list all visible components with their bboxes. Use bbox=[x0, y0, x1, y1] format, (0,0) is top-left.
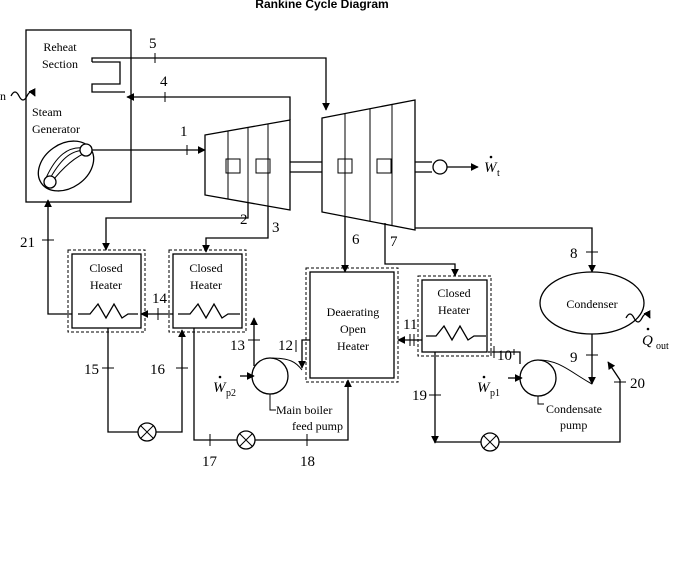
svg-text:Q: Q bbox=[642, 333, 653, 349]
svg-text:Deaerating: Deaerating bbox=[327, 305, 380, 319]
state-19: 19 bbox=[412, 388, 427, 404]
heat-out-wave-icon bbox=[625, 309, 651, 323]
state-8: 8 bbox=[570, 246, 578, 262]
state-7: 7 bbox=[390, 234, 398, 250]
state-2: 2 bbox=[240, 212, 248, 228]
state-16: 16 bbox=[150, 362, 166, 378]
state-12: 12 bbox=[278, 338, 293, 354]
state-11: 11 bbox=[403, 317, 417, 333]
svg-text:Heater: Heater bbox=[90, 278, 122, 292]
hp-turbine bbox=[204, 119, 291, 211]
state-1: 1 bbox=[180, 124, 188, 140]
closed-heater-1: Closed Heater bbox=[67, 249, 146, 333]
trap-valve-2 bbox=[236, 430, 256, 450]
state-18: 18 bbox=[300, 454, 315, 470]
reheat-label-1: Reheat bbox=[43, 40, 77, 54]
condensate-pump-label-1: Condensate bbox=[546, 402, 602, 416]
deaerating-open-heater: Deaerating Open Heater bbox=[305, 267, 399, 383]
svg-text:p1: p1 bbox=[490, 388, 500, 399]
svg-text:Open: Open bbox=[340, 322, 366, 336]
trap-valve-1 bbox=[137, 422, 157, 442]
feed-pump-label-1: Main boiler bbox=[276, 403, 332, 417]
trap-valve-3 bbox=[480, 432, 500, 452]
state-4: 4 bbox=[160, 74, 168, 90]
condenser: Condenser bbox=[539, 271, 645, 335]
state-3: 3 bbox=[272, 220, 280, 236]
feed-pump-label-2: feed pump bbox=[292, 419, 343, 433]
svg-text:Condenser: Condenser bbox=[566, 297, 617, 311]
state-6: 6 bbox=[352, 232, 360, 248]
state-14: 14 bbox=[152, 291, 168, 307]
condensate-pump bbox=[519, 359, 593, 397]
state-9: 9 bbox=[570, 350, 578, 366]
svg-text:W: W bbox=[213, 380, 227, 396]
turbine-work-label: W t bbox=[484, 155, 500, 179]
steam-generator: Reheat Section Steam Generator bbox=[25, 29, 132, 203]
svg-text:t: t bbox=[497, 168, 500, 179]
steam-gen-label-2: Generator bbox=[32, 122, 80, 136]
heat-out-label: Q out bbox=[642, 327, 669, 352]
heat-in-wave-icon bbox=[10, 87, 36, 101]
state-15: 15 bbox=[84, 362, 99, 378]
svg-text:p2: p2 bbox=[226, 388, 236, 399]
pump1-work-label: W p1 bbox=[477, 375, 500, 399]
svg-text:W: W bbox=[484, 160, 498, 176]
state-5: 5 bbox=[149, 36, 157, 52]
coupling-icon bbox=[432, 159, 448, 175]
closed-heater-3: Closed Heater bbox=[417, 275, 492, 357]
state-10: 10 bbox=[497, 348, 512, 364]
state-17: 17 bbox=[202, 454, 218, 470]
svg-text:Heater: Heater bbox=[337, 339, 369, 353]
svg-text:W: W bbox=[477, 380, 491, 396]
state-20: 20 bbox=[630, 376, 645, 392]
state-21: 21 bbox=[20, 235, 35, 251]
state-13: 13 bbox=[230, 338, 245, 354]
svg-text:Heater: Heater bbox=[190, 278, 222, 292]
svg-text:out: out bbox=[656, 341, 669, 352]
svg-text:Closed: Closed bbox=[89, 261, 122, 275]
steam-gen-label-1: Steam bbox=[32, 105, 63, 119]
diagram-title: Rankine Cycle Diagram bbox=[255, 0, 388, 11]
svg-text:Closed: Closed bbox=[437, 286, 470, 300]
pump2-work-label: W p2 bbox=[213, 375, 236, 399]
svg-text:Heater: Heater bbox=[438, 303, 470, 317]
lp-turbine bbox=[321, 99, 416, 231]
closed-heater-2: Closed Heater bbox=[168, 249, 247, 333]
condensate-pump-label-2: pump bbox=[560, 418, 587, 432]
main-boiler-feed-pump bbox=[251, 357, 303, 395]
reheat-label-2: Section bbox=[42, 57, 78, 71]
svg-text:Closed: Closed bbox=[189, 261, 222, 275]
heat-in-label: n bbox=[0, 89, 6, 103]
